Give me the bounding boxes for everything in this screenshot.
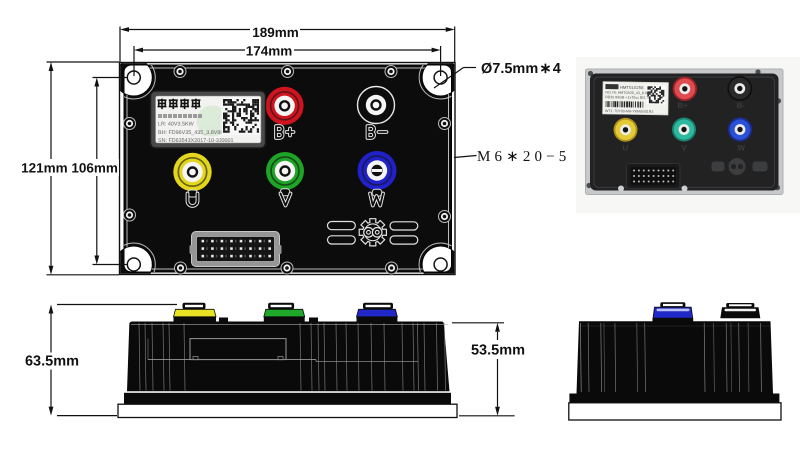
- svg-text:189mm: 189mm: [252, 25, 299, 40]
- svg-text:63.5mm: 63.5mm: [25, 353, 79, 369]
- svg-text:W: W: [738, 144, 746, 153]
- svg-text:174mm: 174mm: [246, 44, 293, 59]
- svg-text:LR: 40V3.5KW: LR: 40V3.5KW: [158, 122, 195, 128]
- svg-text:B+: B+: [678, 101, 689, 110]
- svg-text:121mm 106mm: 121mm 106mm: [21, 161, 118, 176]
- svg-text:M 6 ∗ 2 0 − 5: M 6 ∗ 2 0 − 5: [477, 149, 566, 165]
- svg-text:RB30 89GB +1x70xx BG.7f: RB30 89GB +1x70xx BG.7f: [605, 95, 649, 100]
- svg-text:SN: FD63543X2017-10-3J0001: SN: FD63543X2017-10-3J0001: [158, 138, 234, 144]
- svg-text:W71: 70Y00-M6-YKM0G01R2: W71: 70Y00-M6-YKM0G01R2: [605, 109, 653, 114]
- svg-text:V: V: [682, 144, 688, 153]
- svg-text:U: U: [623, 144, 629, 153]
- svg-text:BH: FD96V35_435_3.8V88: BH: FD96V35_435_3.8V88: [158, 130, 223, 136]
- svg-text:NO.76: HMT0A35_43_8.9BKU: NO.76: HMT0A35_43_8.9BKU: [605, 91, 654, 96]
- svg-text:B-: B-: [737, 101, 746, 110]
- svg-text:53.5mm: 53.5mm: [471, 343, 525, 359]
- svg-text:HMT01X258: HMT01X258: [620, 85, 644, 90]
- svg-text:Ø7.5mm ∗ 4: Ø7.5mm ∗ 4: [481, 61, 561, 77]
